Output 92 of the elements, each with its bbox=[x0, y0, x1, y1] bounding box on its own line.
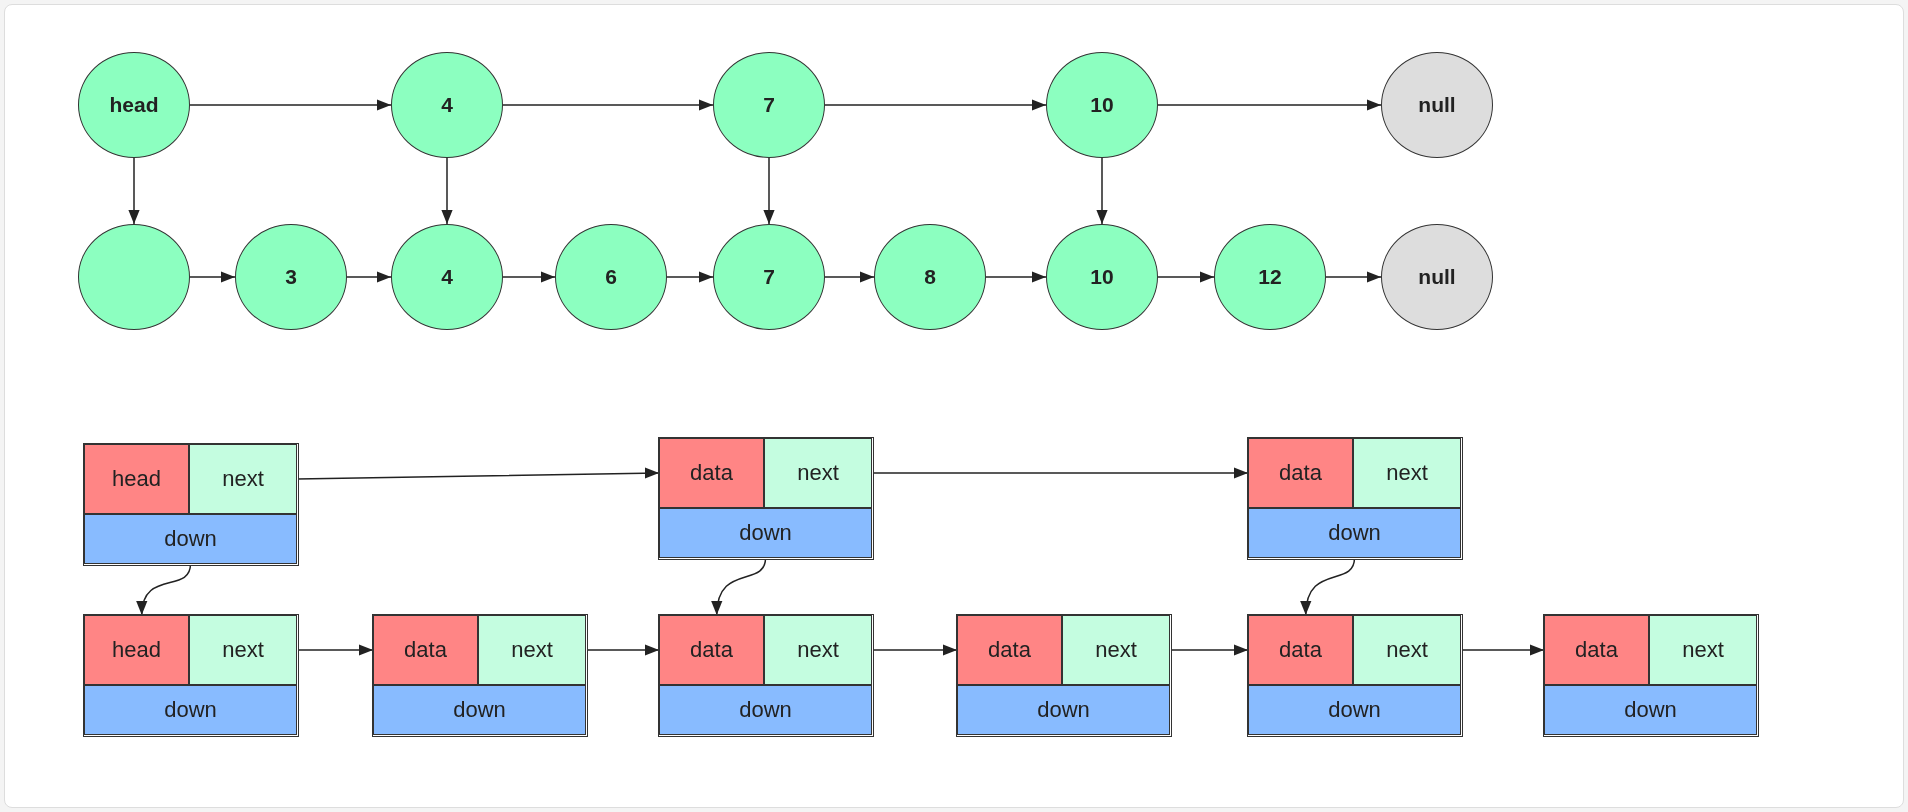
field-label: head bbox=[112, 466, 161, 492]
node-value: 3 bbox=[285, 265, 297, 289]
field-cell bbox=[373, 685, 586, 735]
node-value: 8 bbox=[924, 265, 936, 289]
arrow bbox=[189, 99, 392, 111]
node-record-box bbox=[83, 614, 299, 737]
field-label: next bbox=[222, 466, 264, 492]
field-label: down bbox=[1624, 697, 1677, 723]
node-value: null bbox=[1418, 265, 1456, 289]
node-value: 12 bbox=[1258, 265, 1282, 289]
node-record-box bbox=[658, 614, 874, 737]
field-cell bbox=[478, 615, 586, 685]
field-label: head bbox=[112, 637, 161, 663]
arrow bbox=[666, 271, 714, 283]
field-label: next bbox=[222, 637, 264, 663]
field-cell bbox=[659, 508, 872, 558]
field-cell bbox=[1544, 685, 1757, 735]
field-cell bbox=[1353, 438, 1461, 508]
arrow bbox=[1096, 157, 1108, 225]
field-label: next bbox=[797, 460, 839, 486]
field-label: next bbox=[1386, 460, 1428, 486]
node-value: head bbox=[109, 93, 159, 117]
field-label: next bbox=[1386, 637, 1428, 663]
field-label: next bbox=[511, 637, 553, 663]
arrow bbox=[189, 271, 236, 283]
node-value: 7 bbox=[763, 93, 775, 117]
arrow bbox=[1325, 271, 1382, 283]
arrow bbox=[128, 157, 140, 225]
field-label: data bbox=[1279, 637, 1322, 663]
arrow bbox=[985, 271, 1047, 283]
field-cell bbox=[659, 615, 764, 685]
field-label: down bbox=[1037, 697, 1090, 723]
node-record-box bbox=[956, 614, 1172, 737]
node-value: 4 bbox=[441, 265, 453, 289]
node-value: 10 bbox=[1090, 265, 1114, 289]
field-cell bbox=[84, 444, 189, 514]
field-cell bbox=[84, 514, 297, 564]
field-label: down bbox=[739, 697, 792, 723]
field-label: down bbox=[1328, 520, 1381, 546]
arrow bbox=[502, 99, 714, 111]
field-label: down bbox=[1328, 697, 1381, 723]
field-cell bbox=[764, 615, 872, 685]
field-label: data bbox=[988, 637, 1031, 663]
field-label: data bbox=[1279, 460, 1322, 486]
node-value: null bbox=[1418, 93, 1456, 117]
field-label: data bbox=[690, 460, 733, 486]
arrow bbox=[441, 157, 453, 225]
node-value: 4 bbox=[441, 93, 453, 117]
field-cell bbox=[1248, 508, 1461, 558]
field-cell bbox=[1248, 615, 1353, 685]
field-cell bbox=[1248, 438, 1353, 508]
field-label: data bbox=[404, 637, 447, 663]
arrow bbox=[502, 271, 556, 283]
field-cell bbox=[84, 615, 189, 685]
arrow bbox=[824, 99, 1047, 111]
node-value: 10 bbox=[1090, 93, 1114, 117]
arrow bbox=[763, 157, 775, 225]
field-label: down bbox=[739, 520, 792, 546]
field-cell bbox=[1544, 615, 1649, 685]
field-cell bbox=[659, 438, 764, 508]
node-value: 7 bbox=[763, 265, 775, 289]
node-record-box bbox=[1247, 437, 1463, 560]
field-label: next bbox=[797, 637, 839, 663]
arrow bbox=[824, 271, 875, 283]
arrow bbox=[1157, 271, 1215, 283]
field-cell bbox=[957, 685, 1170, 735]
field-label: data bbox=[1575, 637, 1618, 663]
field-label: next bbox=[1095, 637, 1137, 663]
field-label: next bbox=[1682, 637, 1724, 663]
field-cell bbox=[957, 615, 1062, 685]
node-value: 6 bbox=[605, 265, 617, 289]
field-label: down bbox=[164, 526, 217, 552]
node-record-box bbox=[1543, 614, 1759, 737]
field-cell bbox=[764, 438, 872, 508]
arrow bbox=[1157, 99, 1382, 111]
node-record-box bbox=[658, 437, 874, 560]
field-cell bbox=[373, 615, 478, 685]
field-label: down bbox=[453, 697, 506, 723]
field-cell bbox=[189, 444, 297, 514]
field-label: down bbox=[164, 697, 217, 723]
field-cell bbox=[189, 615, 297, 685]
field-cell bbox=[1649, 615, 1757, 685]
field-cell bbox=[1248, 685, 1461, 735]
field-label: data bbox=[690, 637, 733, 663]
arrow bbox=[346, 271, 392, 283]
node-record-box bbox=[83, 443, 299, 566]
node-record-box bbox=[372, 614, 588, 737]
field-cell bbox=[659, 685, 872, 735]
node-record-box bbox=[1247, 614, 1463, 737]
field-cell bbox=[1062, 615, 1170, 685]
field-cell bbox=[84, 685, 297, 735]
field-cell bbox=[1353, 615, 1461, 685]
